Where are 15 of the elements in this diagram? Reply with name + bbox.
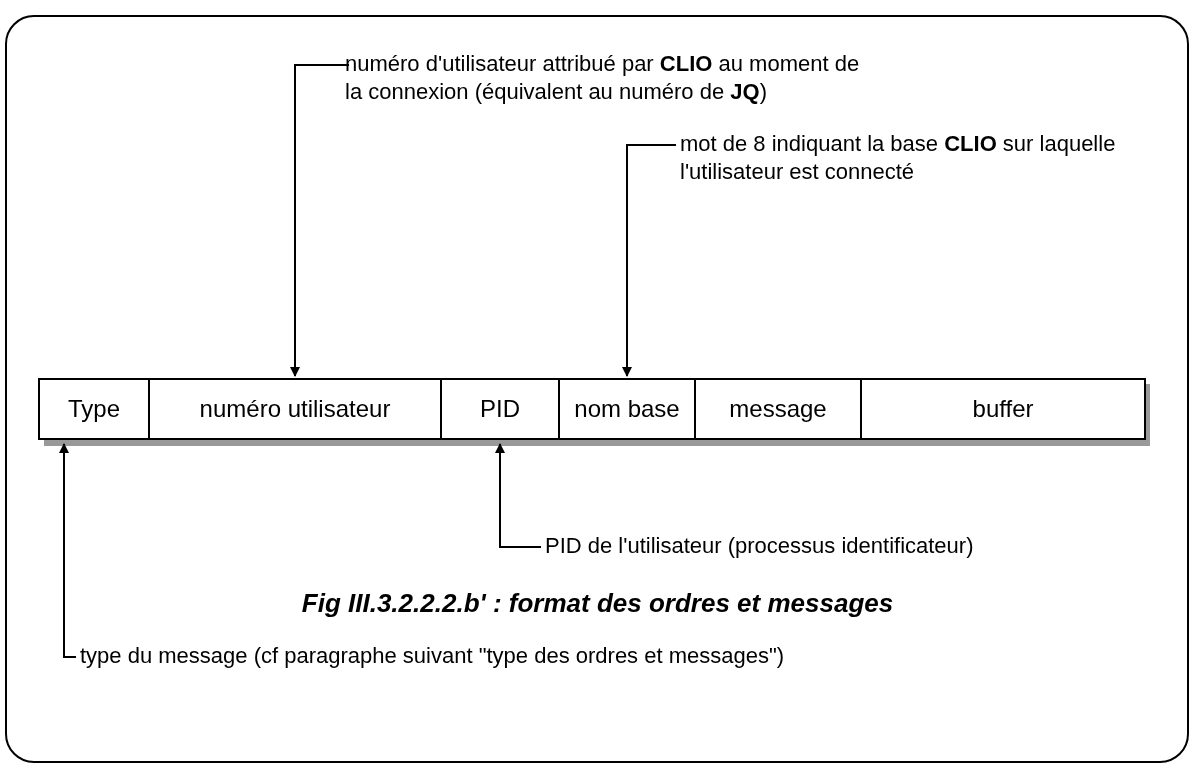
field-cell: PID bbox=[440, 378, 560, 440]
field-cell: buffer bbox=[860, 378, 1146, 440]
leader-line bbox=[622, 144, 677, 377]
figure-caption: Fig III.3.2.2.2.b' : format des ordres et messages bbox=[300, 588, 895, 619]
leader-line bbox=[495, 443, 542, 548]
field-cell: numéro utilisateur bbox=[148, 378, 442, 440]
field-cell: message bbox=[694, 378, 862, 440]
annotation-text: mot de 8 indiquant la base CLIO sur laquelle l'utilisateur est connecté bbox=[680, 130, 1120, 186]
leader-line bbox=[290, 64, 350, 377]
annotation-text: PID de l'utilisateur (processus identificateur) bbox=[545, 532, 1185, 560]
field-cell: Type bbox=[38, 378, 150, 440]
annotation-text: type du message (cf paragraphe suivant "type des ordres et messages") bbox=[80, 642, 1190, 670]
annotation-text: numéro d'utilisateur attribué par CLIO au moment de la connexion (équivalent au numéro de JQ) bbox=[345, 50, 865, 106]
field-cell: nom base bbox=[558, 378, 696, 440]
leader-line bbox=[59, 443, 77, 658]
